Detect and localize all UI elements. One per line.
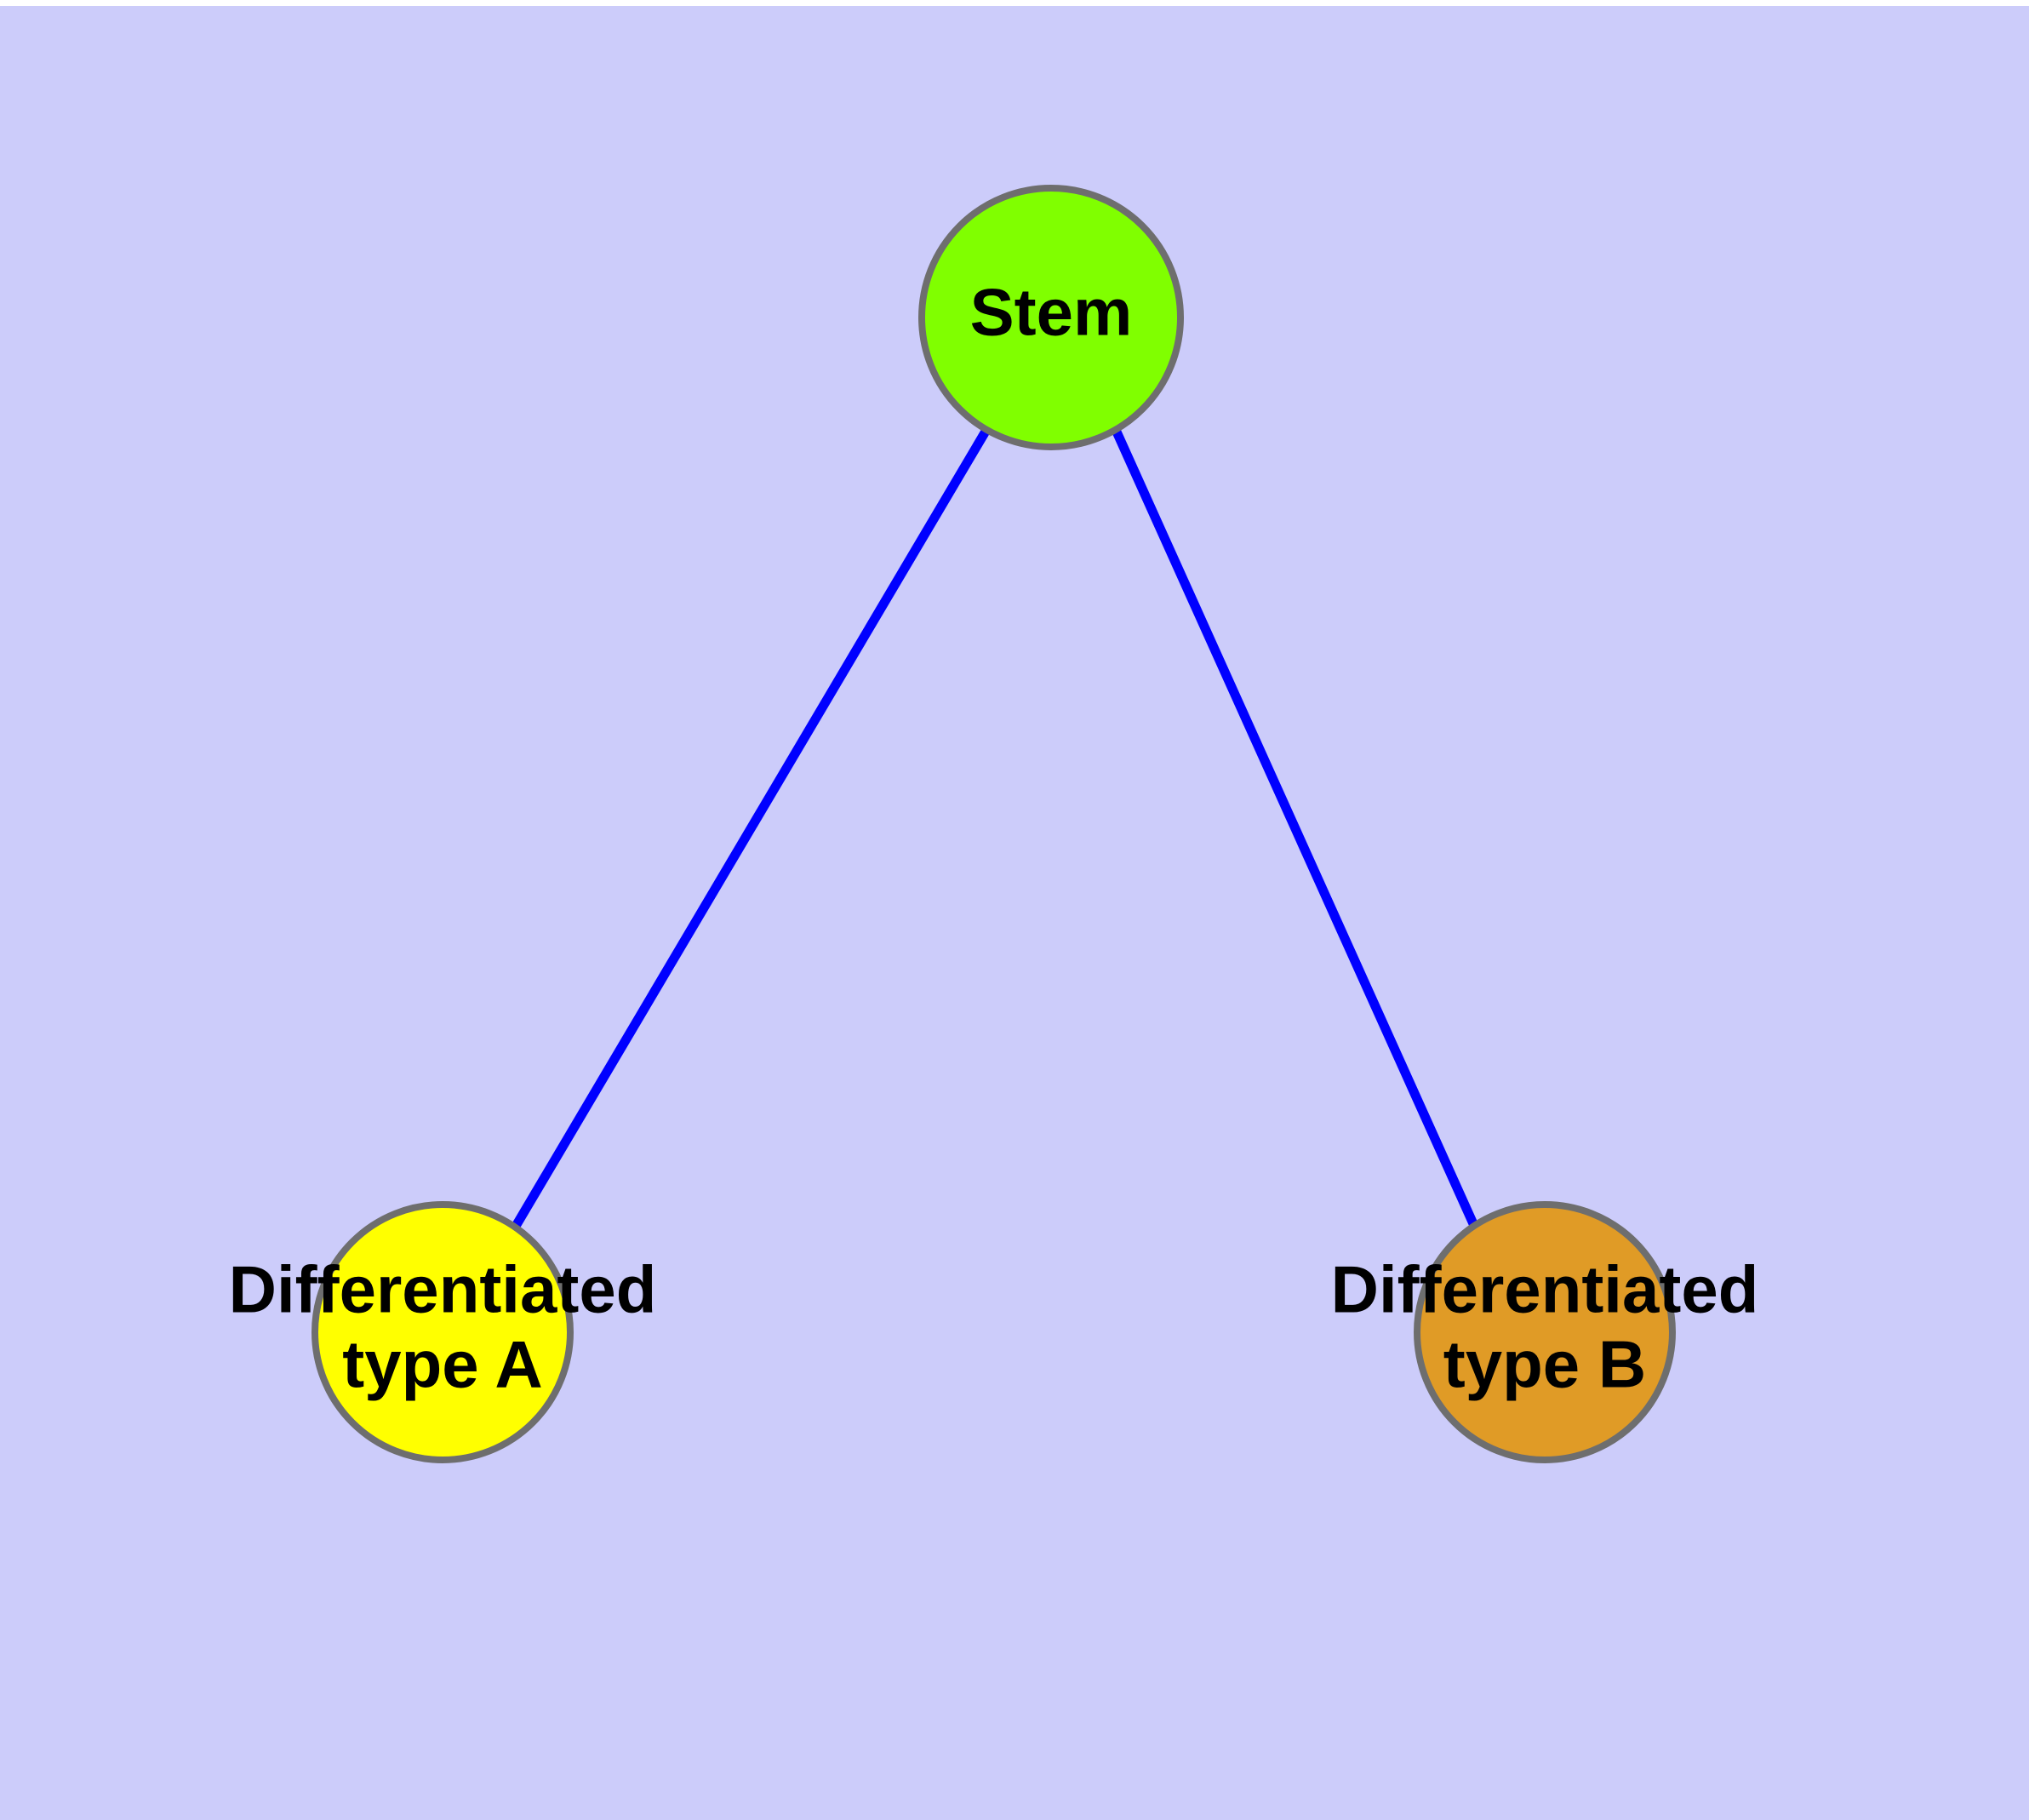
graph-node-stem[interactable]: [918, 185, 1184, 450]
graph-edge: [1111, 427, 1480, 1230]
node-label-line: Differentiated: [1331, 1252, 1759, 1327]
graph-edge: [511, 427, 991, 1230]
graph-node-diff-a[interactable]: [311, 1201, 574, 1463]
node-label-line: Stem: [970, 275, 1133, 350]
edges-layer: [511, 427, 1480, 1230]
graph-node-label-stem: Stem: [970, 275, 1133, 350]
graph-node-diff-b[interactable]: [1414, 1201, 1676, 1463]
node-label-line: Differentiated: [229, 1252, 657, 1327]
node-label-line: type B: [1443, 1327, 1646, 1402]
node-label-line: type A: [342, 1327, 543, 1402]
nodes-layer: [311, 185, 1676, 1463]
